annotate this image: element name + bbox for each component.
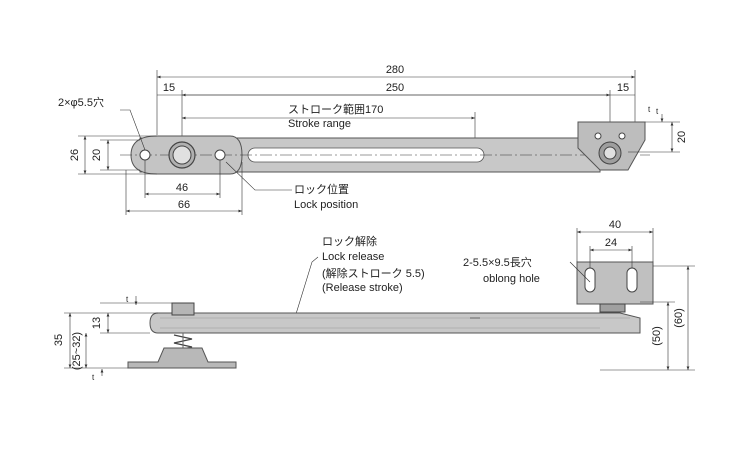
- holes-note: 2×φ5.5穴: [58, 95, 104, 109]
- dim-15-left-label: 15: [163, 82, 175, 94]
- holes-leader: [120, 109, 146, 151]
- stay-bar-side: [149, 312, 641, 334]
- side-view: ロック解除 Lock release (解除ストローク 5.5) (Releas…: [53, 219, 695, 382]
- oblong-hole-left: [584, 267, 596, 293]
- lock-release-en: Lock release: [322, 251, 384, 263]
- t-mark-top-view: t: [648, 105, 651, 114]
- stroke-range-en: Stroke range: [288, 118, 351, 130]
- dim-46-label: 46: [176, 182, 188, 194]
- dim-35-label: 35: [53, 334, 65, 346]
- pivot-hole: [603, 146, 617, 160]
- release-stroke-en: (Release stroke): [322, 282, 403, 294]
- lock-leader: [225, 161, 292, 191]
- dim-20-left-label: 20: [91, 149, 103, 161]
- dim-24-label: 24: [605, 237, 617, 249]
- bracket-hole-b: [618, 132, 626, 140]
- dim-25-32-label: (25~32): [71, 332, 83, 370]
- lock-hole: [214, 149, 226, 161]
- release-leader: [295, 256, 319, 315]
- dim-40-label: 40: [609, 219, 621, 231]
- oblong-leader: [569, 261, 591, 283]
- lock-position-jp: ロック位置: [294, 182, 349, 196]
- dim-20-right-label: 20: [676, 131, 688, 143]
- dim-50-label: (50): [651, 326, 663, 346]
- oblong-note-jp: 2-5.5×9.5長穴: [463, 255, 532, 269]
- dim-280-label: 280: [386, 64, 404, 76]
- release-stroke-jp: (解除ストローク 5.5): [322, 266, 425, 280]
- lower-bracket: [127, 347, 237, 369]
- t-mark-top-left: t: [126, 295, 129, 304]
- dim-60-label: (60): [673, 308, 685, 328]
- dim-13-label: 13: [91, 317, 103, 329]
- top-view: 280 250 15 15 ストローク範囲170 Stroke range: [58, 64, 688, 215]
- oblong-note-en: oblong hole: [483, 273, 540, 285]
- dim-26-label: 26: [69, 149, 81, 161]
- bracket-hole-a: [594, 132, 602, 140]
- stroke-range-jp: ストローク範囲170: [288, 102, 383, 116]
- lock-position-en: Lock position: [294, 199, 358, 211]
- lock-release-jp: ロック解除: [322, 234, 377, 248]
- knob-cap-side: [171, 302, 195, 316]
- lock-knob-inner: [172, 145, 192, 165]
- dim-250-label: 250: [386, 82, 404, 94]
- t-mark-top-right: t: [656, 107, 659, 116]
- mount-hole-left: [139, 149, 151, 161]
- oblong-hole-right: [626, 267, 638, 293]
- dim-15-right-label: 15: [617, 82, 629, 94]
- pivot-side: [599, 303, 626, 313]
- t-mark-bottom-left: t: [92, 373, 95, 382]
- dim-66-label: 66: [178, 199, 190, 211]
